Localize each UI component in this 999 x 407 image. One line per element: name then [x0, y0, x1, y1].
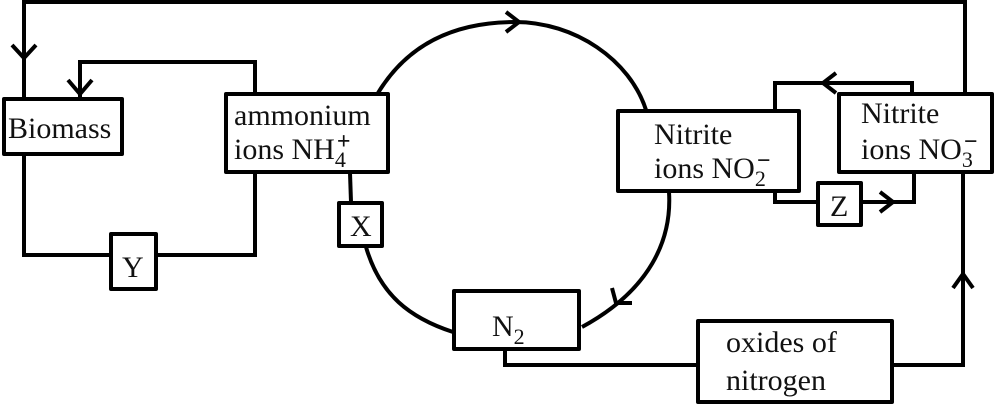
process-x-label: X	[350, 210, 372, 243]
nitrate-subscript: 3	[961, 147, 973, 172]
nitrite-label-line2: ions NO−2	[654, 148, 771, 191]
nitrate-charge: −	[963, 129, 978, 155]
ammonium-label-line1: ammonium	[234, 99, 371, 132]
nitrite-formula: ions NO	[654, 152, 755, 185]
arrow-left-icon	[819, 71, 838, 95]
arrow-up-icon	[951, 270, 975, 290]
biomass-box: Biomass	[2, 97, 124, 156]
nitrite-charge: −	[756, 148, 771, 174]
arrow-right-top-icon	[504, 10, 523, 34]
ammonium-subscript: 4	[334, 147, 346, 172]
arrow-down-left-cycle-icon	[610, 287, 632, 305]
process-y-label: Y	[122, 251, 144, 284]
nitrate-formula: ions NO	[861, 133, 962, 166]
ammonium-to-biomass-line	[78, 60, 257, 98]
nitrate-to-nitrite-line	[773, 81, 914, 110]
cycle-arc-top	[376, 19, 648, 111]
top-return-line	[22, 0, 967, 98]
nitrite-label-line1: Nitrite	[654, 118, 733, 151]
ammonium-to-x-line	[348, 172, 353, 203]
nitrite-subscript: 2	[754, 166, 766, 191]
ammonium-box: ammonium ions NH+4	[224, 92, 390, 174]
nitrate-label-line1: Nitrite	[861, 97, 940, 130]
oxides-label-line1: oxides of	[726, 326, 837, 359]
y-to-ammonium-line	[157, 173, 257, 257]
process-z-box: Z	[816, 181, 863, 227]
nitrite-box: Nitrite ions NO−2	[616, 109, 801, 193]
biomass-to-y-line	[22, 155, 110, 257]
ammonium-label-line2: ions NH+4	[234, 129, 351, 172]
ammonium-formula: ions NH	[234, 133, 335, 166]
oxides-label-line2: nitrogen	[726, 364, 826, 397]
n2-to-oxides-line	[503, 350, 697, 367]
z-to-nitrate-line	[862, 173, 916, 204]
nitrite-to-z-line	[773, 192, 817, 204]
process-x-box: X	[337, 201, 384, 248]
cycle-arc-right	[581, 191, 672, 329]
process-z-label: Z	[830, 190, 849, 223]
nitrate-to-oxides-line	[893, 173, 965, 367]
nitrate-label-line2: ions NO−3	[861, 129, 978, 172]
arrow-down-left-icon	[10, 43, 38, 61]
n2-box: N2	[452, 289, 581, 351]
n2-formula: N	[492, 310, 514, 343]
cycle-arc-left	[364, 246, 454, 334]
biomass-label: Biomass	[8, 112, 112, 145]
process-y-box: Y	[109, 232, 158, 291]
ammonium-charge: +	[336, 129, 351, 155]
oxides-box: oxides of nitrogen	[696, 319, 894, 404]
arrow-right-z-icon	[878, 190, 897, 214]
arrow-down-biomass-icon	[66, 78, 94, 98]
nitrate-box: Nitrite ions NO−3	[837, 92, 994, 174]
n2-subscript: 2	[513, 324, 525, 349]
n2-label: N2	[492, 310, 525, 350]
